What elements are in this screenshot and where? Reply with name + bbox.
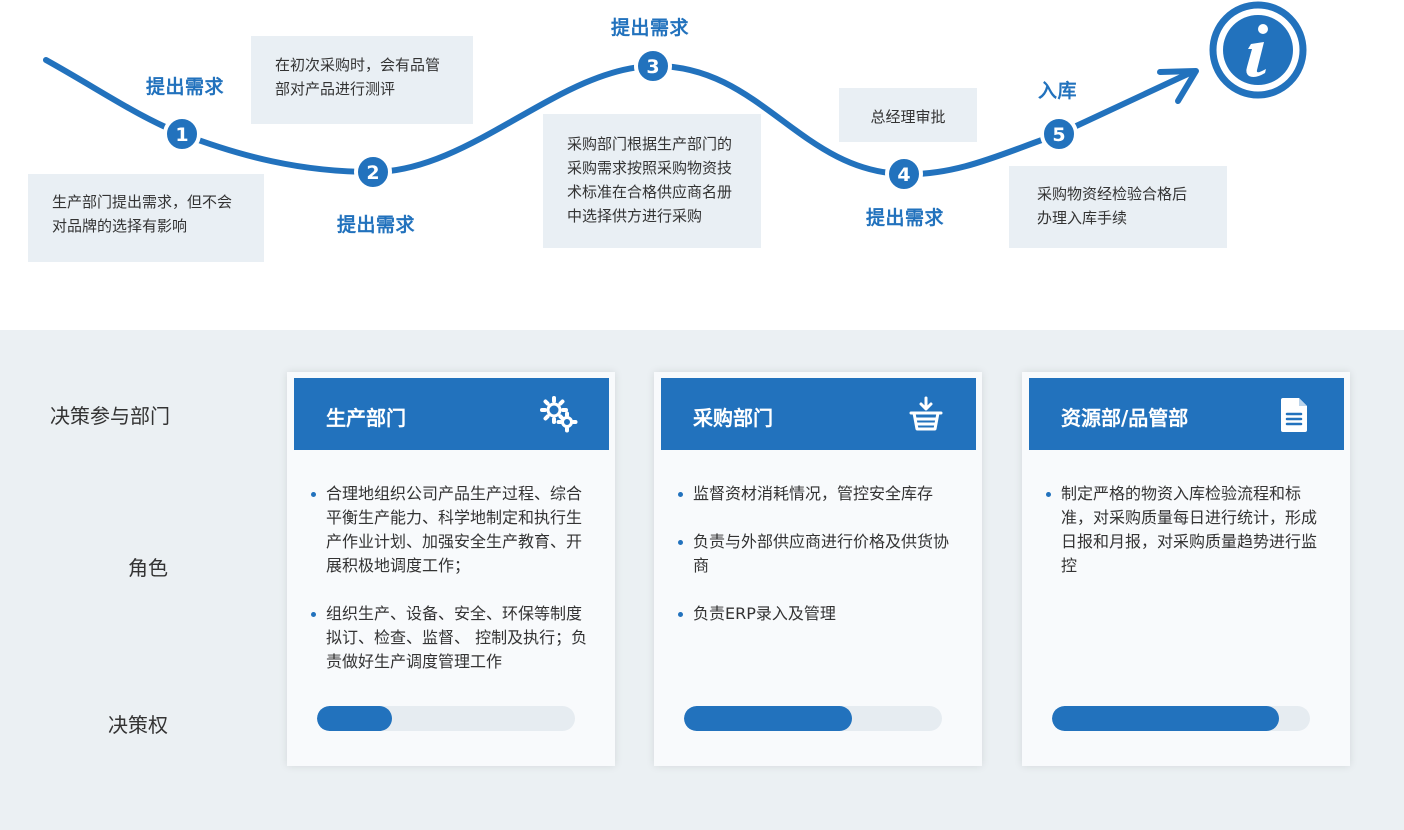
role-item: 负责ERP录入及管理 bbox=[676, 602, 958, 626]
authority-bar bbox=[684, 706, 942, 731]
row-label-role: 角色 bbox=[128, 556, 168, 580]
step-number: 3 bbox=[646, 56, 659, 78]
card-title: 资源部/品管部 bbox=[1061, 406, 1189, 430]
note-line: 术标准在合格供应商名册 bbox=[567, 183, 733, 201]
step-title-1: 提出需求 bbox=[146, 76, 225, 98]
card-title: 采购部门 bbox=[693, 406, 773, 430]
document-icon bbox=[1281, 398, 1307, 432]
role-item: 合理地组织公司产品生产过程、综合平衡生产能力、科学地制定和执行生产作业计划、加强… bbox=[309, 482, 591, 578]
card-procurement: 采购部门 监督资材消耗情况，管控安全库存 负责与外部供应商进行价格及供货协商 负… bbox=[654, 372, 982, 766]
info-icon bbox=[1209, 1, 1307, 99]
step-title-4: 提出需求 bbox=[866, 207, 945, 229]
authority-bar bbox=[1052, 706, 1310, 731]
card-production: 生产部门 合理地组织公司产品生产过程、综合平衡生产能力、科学地制定和执行生产作业… bbox=[287, 372, 615, 766]
row-label-departments: 决策参与部门 bbox=[50, 404, 170, 428]
note-line: 采购物资经检验合格后 bbox=[1037, 185, 1188, 203]
decision-panel: 决策参与部门 角色 决策权 生产部门 合理地组织 bbox=[0, 330, 1404, 830]
note-line: 生产部门提出需求，但不会 bbox=[52, 193, 233, 211]
note-line: 采购需求按照采购物资技 bbox=[567, 159, 733, 177]
arrow-head-icon bbox=[1157, 68, 1199, 104]
step-marker-3: 3 bbox=[634, 47, 672, 85]
authority-fill bbox=[317, 706, 392, 731]
step-number: 2 bbox=[366, 162, 379, 184]
role-item: 组织生产、设备、安全、环保等制度拟订、检查、监督、 控制及执行；负责做好生产调度… bbox=[309, 602, 591, 674]
authority-fill bbox=[684, 706, 852, 731]
gears-icon bbox=[540, 396, 578, 433]
role-item: 监督资材消耗情况，管控安全库存 bbox=[676, 482, 958, 506]
row-label-authority: 决策权 bbox=[108, 713, 168, 737]
note-line: 部对产品进行测评 bbox=[275, 80, 396, 98]
card-resources-quality: 资源部/品管部 制定严格的物资入库检验流程和标准，对采购质量每日进行统计，形成日… bbox=[1022, 372, 1350, 766]
card-body: 合理地组织公司产品生产过程、综合平衡生产能力、科学地制定和执行生产作业计划、加强… bbox=[309, 482, 591, 698]
step-marker-5: 5 bbox=[1040, 115, 1078, 153]
step-title-3: 提出需求 bbox=[611, 17, 690, 39]
process-flow: 1 2 3 4 5 提出需求 提出需求 提出需求 提出需求 入库 生产部门提出需… bbox=[0, 0, 1404, 330]
note-step-4: 总经理审批 bbox=[839, 88, 977, 142]
card-title: 生产部门 bbox=[326, 406, 406, 430]
authority-bar bbox=[317, 706, 575, 731]
step-marker-2: 2 bbox=[354, 153, 392, 191]
note-line: 总经理审批 bbox=[870, 108, 946, 126]
card-body: 监督资材消耗情况，管控安全库存 负责与外部供应商进行价格及供货协商 负责ERP录… bbox=[676, 482, 958, 650]
card-header: 生产部门 bbox=[294, 378, 609, 450]
card-body: 制定严格的物资入库检验流程和标准，对采购质量每日进行统计，形成日报和月报，对采购… bbox=[1044, 482, 1326, 602]
step-number: 1 bbox=[175, 124, 188, 146]
process-curve-graphic: 1 2 3 4 5 bbox=[43, 1, 1307, 193]
card-header: 采购部门 bbox=[661, 378, 976, 450]
role-item: 制定严格的物资入库检验流程和标准，对采购质量每日进行统计，形成日报和月报，对采购… bbox=[1044, 482, 1326, 578]
note-step-3: 采购部门根据生产部门的 采购需求按照采购物资技 术标准在合格供应商名册 中选择供… bbox=[543, 114, 761, 248]
basket-icon bbox=[909, 396, 943, 431]
note-line: 中选择供方进行采购 bbox=[567, 207, 703, 225]
step-title-5: 入库 bbox=[1038, 80, 1078, 102]
step-number: 4 bbox=[897, 164, 910, 186]
role-item: 负责与外部供应商进行价格及供货协商 bbox=[676, 530, 958, 578]
note-step-1: 生产部门提出需求，但不会 对品牌的选择有影响 bbox=[28, 174, 264, 262]
step-title-2: 提出需求 bbox=[337, 214, 416, 236]
card-header: 资源部/品管部 bbox=[1029, 378, 1344, 450]
note-line: 办理入库手续 bbox=[1037, 209, 1128, 227]
step-marker-1: 1 bbox=[163, 115, 201, 153]
step-number: 5 bbox=[1052, 124, 1065, 146]
authority-fill bbox=[1052, 706, 1280, 731]
note-line: 对品牌的选择有影响 bbox=[52, 217, 188, 235]
note-line: 采购部门根据生产部门的 bbox=[567, 135, 733, 153]
note-step-2: 在初次采购时，会有品管 部对产品进行测评 bbox=[251, 36, 473, 124]
note-step-5: 采购物资经检验合格后 办理入库手续 bbox=[1009, 166, 1227, 248]
note-line: 在初次采购时，会有品管 bbox=[275, 56, 441, 74]
step-marker-4: 4 bbox=[885, 155, 923, 193]
